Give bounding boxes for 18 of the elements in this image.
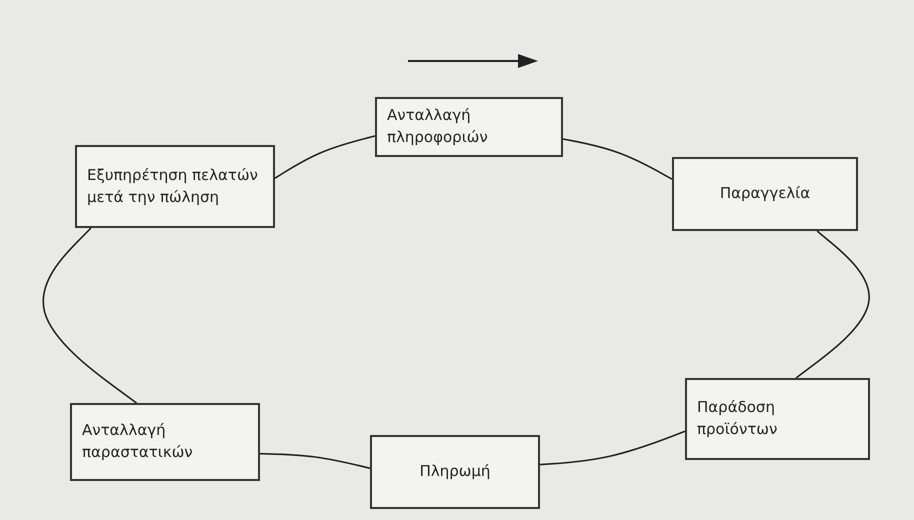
process-box: [70, 403, 260, 481]
box-label: Ανταλλαγή πληροφοριών: [387, 105, 489, 148]
process-box: [685, 378, 870, 460]
process-box: [75, 145, 275, 228]
box-label: Παράδοση προϊόντων: [697, 397, 778, 440]
box-label: Εξυπηρέτηση πελατών μετά την πώληση: [87, 164, 259, 208]
process-box: [370, 435, 540, 509]
process-box: [375, 97, 563, 157]
connector-line: [274, 135, 376, 179]
connector-line: [260, 452, 370, 470]
box-label: Παραγγελία: [720, 183, 810, 204]
connector-line: [42, 227, 137, 404]
box-label: Ανταλλαγή παραστατικών: [82, 420, 194, 463]
connector-line: [796, 230, 870, 379]
process-box: [672, 157, 858, 231]
box-label: Πληρωμή: [420, 461, 490, 482]
connector-line: [540, 430, 686, 466]
connector-line: [562, 138, 672, 180]
